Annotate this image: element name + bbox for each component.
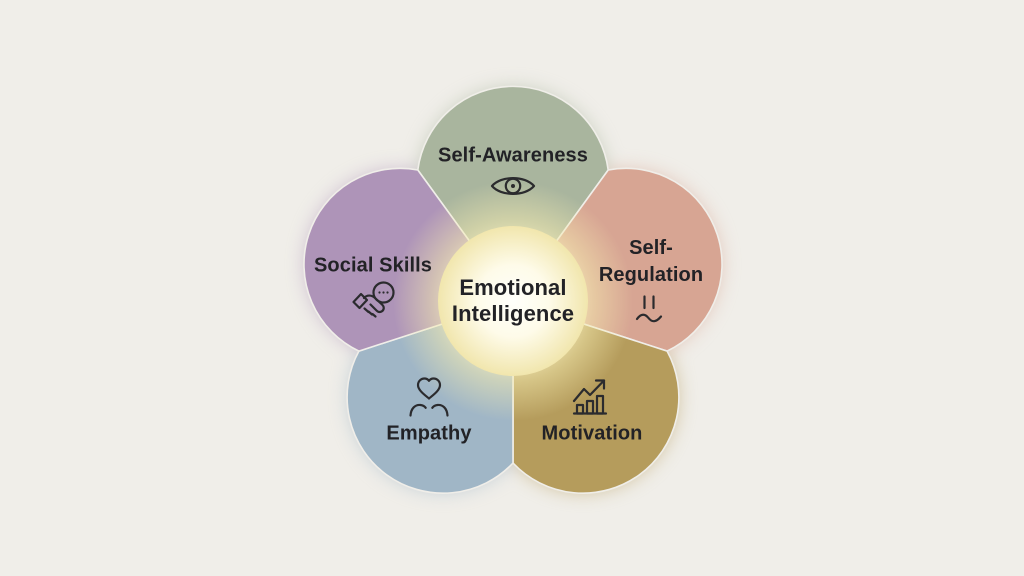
center-circle (438, 226, 588, 376)
heart-hands-icon (409, 377, 449, 417)
eye-icon (490, 177, 536, 195)
pause-wave-icon (635, 295, 663, 323)
handshake-icon (352, 281, 395, 318)
growth-chart-icon (572, 379, 608, 415)
